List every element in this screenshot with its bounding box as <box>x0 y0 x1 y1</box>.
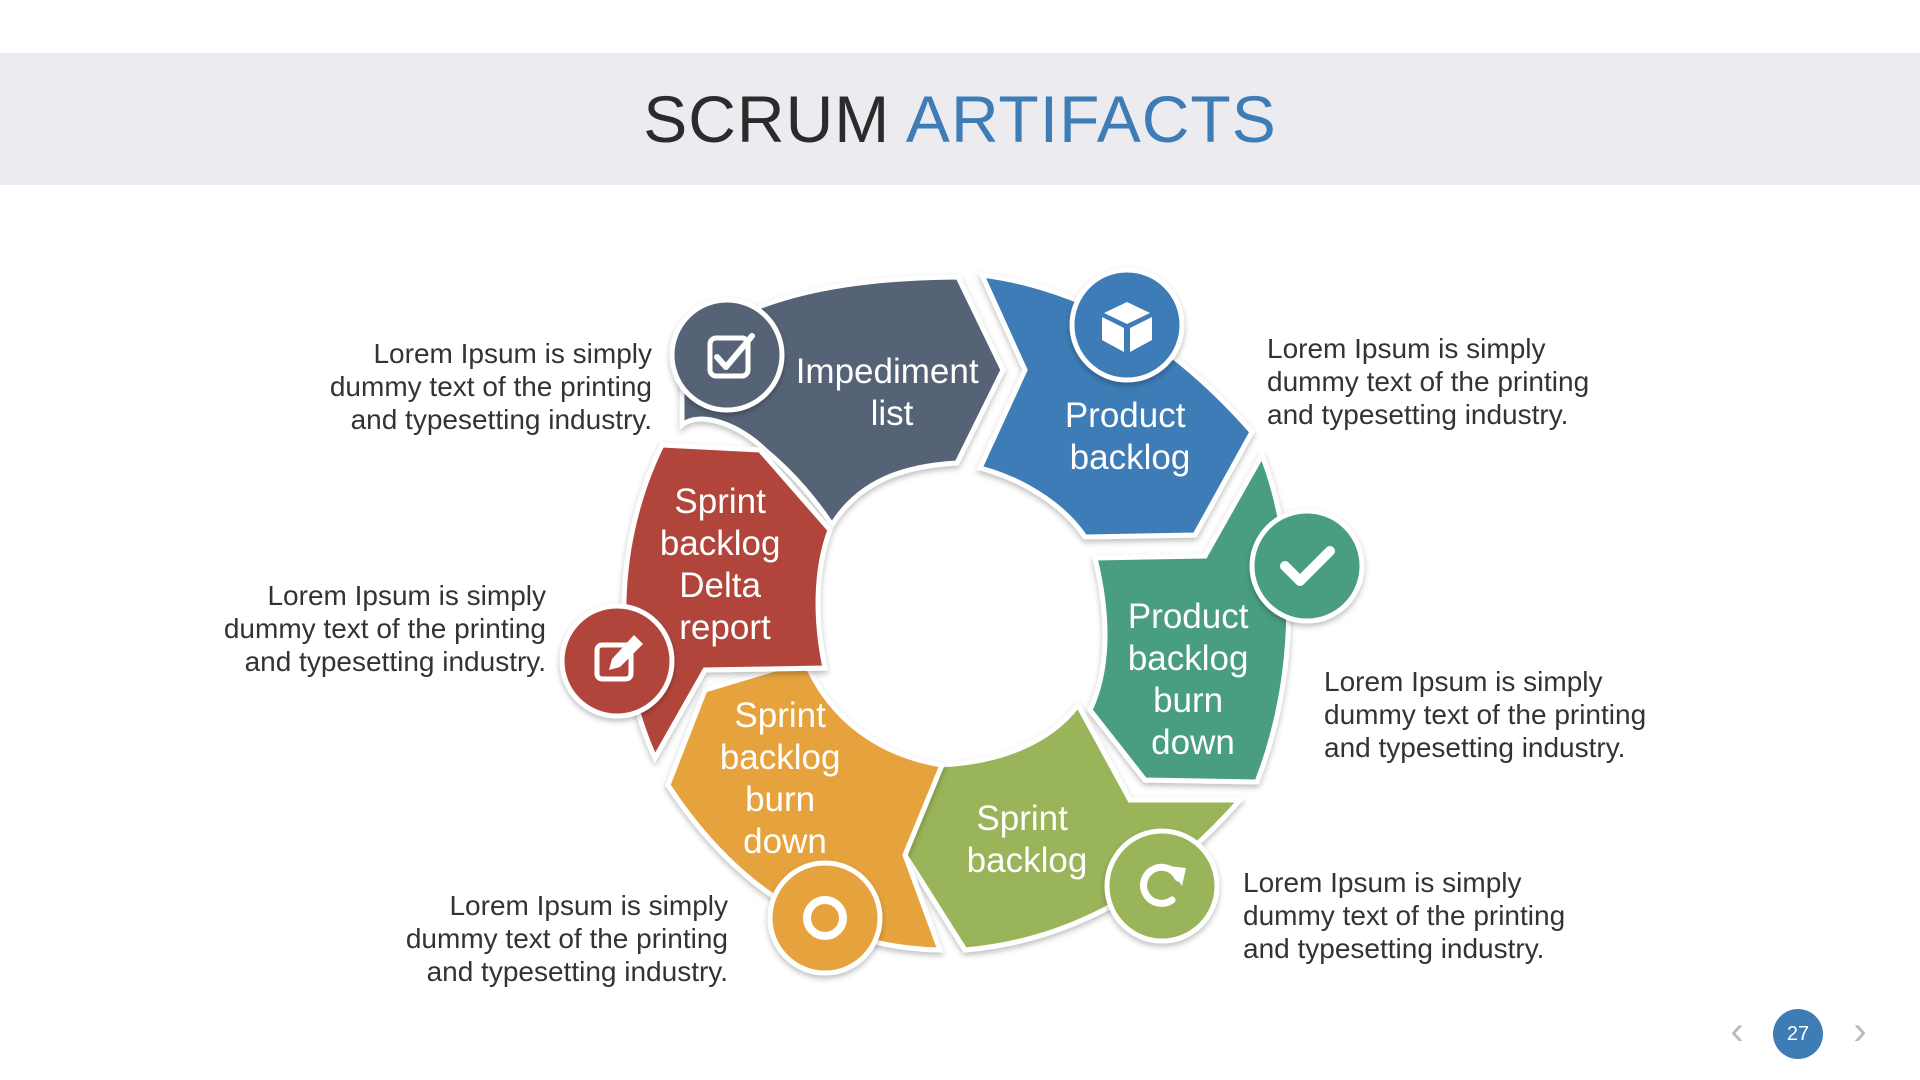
segment-product-backlog-burn-down-line-4: down <box>1151 723 1235 762</box>
segment-sprint-delta-report-line-4: report <box>679 608 771 647</box>
description-sprint-backlog-line-2: dummy text of the printing <box>1243 900 1566 931</box>
segment-sprint-delta-report-line-3: Delta <box>679 566 761 605</box>
chevron-right-icon[interactable]: › <box>1853 1009 1867 1053</box>
segment-sprint-delta-report[interactable]: Sprint backlog Delta report <box>621 442 833 764</box>
description-product-backlog: Lorem Ipsum is simply dummy text of the … <box>1267 332 1687 431</box>
segment-impediment-line-2: list <box>871 394 914 433</box>
checkbox-icon <box>669 297 785 413</box>
segment-sprint-backlog-burn-down-line-2: backlog <box>720 738 841 777</box>
description-sprint-delta: Lorem Ipsum is simply dummy text of the … <box>126 579 546 678</box>
description-product-burndown-line-3: and typesetting industry. <box>1324 732 1626 763</box>
description-sprint-backlog: Lorem Ipsum is simply dummy text of the … <box>1243 866 1663 965</box>
description-sprint-burndown-line-1: Lorem Ipsum is simply <box>449 890 728 921</box>
segment-product-backlog-burn-down[interactable]: Product backlog burn down <box>1087 449 1292 785</box>
description-sprint-delta-line-1: Lorem Ipsum is simply <box>267 580 546 611</box>
description-sprint-delta-line-3: and typesetting industry. <box>244 646 546 677</box>
page-title: SCRUM ARTIFACTS <box>643 81 1277 157</box>
description-product-backlog-line-3: and typesetting industry. <box>1267 399 1569 430</box>
pager: ‹ 27 › <box>1710 1005 1880 1065</box>
segment-product-backlog-burn-down-line-3: burn <box>1153 681 1223 720</box>
description-impediment-line-2: dummy text of the printing <box>329 371 652 402</box>
description-sprint-delta-line-2: dummy text of the printing <box>223 613 546 644</box>
segment-product-backlog-line-1: Product <box>1065 396 1186 435</box>
description-sprint-burndown-line-3: and typesetting industry. <box>426 956 728 987</box>
segment-sprint-backlog-burn-down-line-3: burn <box>745 780 815 819</box>
refresh-icon <box>1104 828 1220 944</box>
segment-impediment-line-1: Impediment <box>796 352 979 391</box>
cube-icon <box>1069 267 1185 383</box>
description-impediment: Lorem Ipsum is simply dummy text of the … <box>232 337 652 436</box>
segment-product-backlog-shape <box>976 271 1256 540</box>
segment-sprint-backlog-burn-down-line-1: Sprint <box>734 696 826 735</box>
description-sprint-backlog-line-1: Lorem Ipsum is simply <box>1243 867 1522 898</box>
edit-icon <box>559 603 675 719</box>
description-product-burndown: Lorem Ipsum is simply dummy text of the … <box>1324 665 1744 764</box>
segment-sprint-backlog-line-1: Sprint <box>976 799 1068 838</box>
description-sprint-burndown-line-2: dummy text of the printing <box>405 923 728 954</box>
segment-product-backlog-line-2: backlog <box>1070 438 1191 477</box>
title-word-2: ARTIFACTS <box>905 82 1277 156</box>
description-product-backlog-line-2: dummy text of the printing <box>1267 366 1590 397</box>
segment-sprint-backlog-line-2: backlog <box>967 841 1088 880</box>
description-product-burndown-line-1: Lorem Ipsum is simply <box>1324 666 1603 697</box>
segment-impediment-label: Impediment list <box>796 352 989 433</box>
chevron-left-icon[interactable]: ‹ <box>1730 1009 1744 1053</box>
description-sprint-burndown: Lorem Ipsum is simply dummy text of the … <box>308 889 728 988</box>
segment-product-backlog-label: Product backlog <box>1065 396 1195 477</box>
segment-sprint-delta-report-line-1: Sprint <box>674 482 766 521</box>
description-sprint-backlog-line-3: and typesetting industry. <box>1243 933 1545 964</box>
title-word-1: SCRUM <box>643 82 891 156</box>
segment-product-backlog-burn-down-line-2: backlog <box>1128 639 1249 678</box>
segment-sprint-backlog-burn-down-label: Sprint backlog burn down <box>720 696 850 861</box>
segment-product-backlog[interactable]: Product backlog <box>976 271 1256 540</box>
title-band: SCRUM ARTIFACTS <box>0 53 1920 185</box>
segment-product-backlog-burn-down-label: Product backlog burn down <box>1128 597 1258 762</box>
ring-icon <box>767 860 883 976</box>
segment-sprint-delta-report-label: Sprint backlog Delta report <box>660 482 790 647</box>
segment-sprint-backlog-burn-down-line-4: down <box>743 822 827 861</box>
description-product-backlog-line-1: Lorem Ipsum is simply <box>1267 333 1546 364</box>
page-number: 27 <box>1773 1009 1823 1059</box>
segment-sprint-delta-report-line-2: backlog <box>660 524 781 563</box>
description-impediment-line-3: and typesetting industry. <box>350 404 652 435</box>
segment-sprint-backlog-label: Sprint backlog <box>967 799 1088 880</box>
description-product-burndown-line-2: dummy text of the printing <box>1324 699 1647 730</box>
check-icon <box>1249 508 1365 624</box>
segment-product-backlog-burn-down-line-1: Product <box>1128 597 1249 636</box>
description-impediment-line-1: Lorem Ipsum is simply <box>373 338 652 369</box>
